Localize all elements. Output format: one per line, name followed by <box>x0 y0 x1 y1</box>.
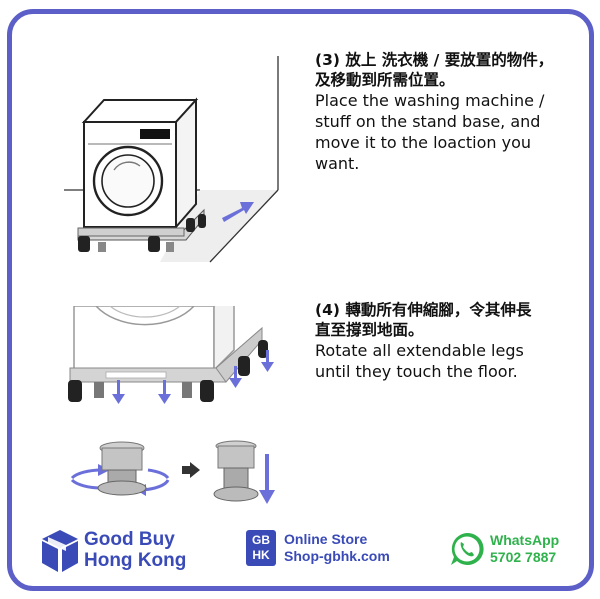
whatsapp-phone-icon <box>451 532 484 565</box>
step-3-en-line-4: want. <box>315 154 360 173</box>
step-4-zh-line-1: (4) 轉動所有伸縮腳，令其伸長 <box>315 301 532 319</box>
step-3-zh-line-2: 及移動到所需位置。 <box>315 71 455 89</box>
store-badge-top: GB <box>252 533 270 547</box>
brand-name: Good Buy Hong Kong <box>84 529 186 571</box>
stand-legs-closeup-illustration <box>68 306 274 404</box>
brand-line-2: Hong Kong <box>84 550 187 571</box>
right-arrow-icon <box>182 462 200 478</box>
online-store-link[interactable]: GB HK Online Store Shop-gbhk.com <box>246 530 416 570</box>
step-4-en-line-1: Rotate all extendable legs <box>315 341 524 360</box>
step-4-zh-line-2: 直至撐到地面。 <box>315 321 424 339</box>
right-arrow-icon <box>222 202 254 222</box>
whatsapp-contact[interactable]: WhatsApp 5702 7887 <box>448 528 578 572</box>
step-3-text: (3) 放上 洗衣機 / 要放置的物件， 及移動到所需位置。 Place the… <box>315 50 553 174</box>
washing-machine-on-stand-illustration <box>64 56 279 263</box>
step-4-en-line-2: until they touch the floor. <box>315 362 518 381</box>
cube-box-icon <box>42 530 78 572</box>
store-title: Online Store <box>284 531 368 547</box>
whatsapp-text: WhatsApp 5702 7887 <box>490 532 559 566</box>
step-3-en-line-2: stuff on the stand base, and <box>315 112 541 131</box>
brand-logo: Good Buy Hong Kong <box>40 528 200 576</box>
leg-rotation-illustration <box>70 440 275 504</box>
down-arrow-icon <box>112 350 274 404</box>
whatsapp-label: WhatsApp <box>490 532 560 548</box>
store-badge: GB HK <box>246 530 276 566</box>
down-arrow-icon <box>259 454 275 504</box>
step-3-en-line-1: Place the washing machine / <box>315 91 545 110</box>
store-url[interactable]: Shop-gbhk.com <box>284 548 390 564</box>
brand-line-1: Good Buy <box>84 529 175 550</box>
footer: Good Buy Hong Kong GB HK Online Store Sh… <box>0 520 600 590</box>
store-badge-bottom: HK <box>252 548 270 562</box>
step-4-text: (4) 轉動所有伸縮腳，令其伸長 直至撐到地面。 Rotate all exte… <box>315 300 531 382</box>
whatsapp-number[interactable]: 5702 7887 <box>490 549 557 565</box>
step-3-en-line-3: move it to the loaction you <box>315 133 532 152</box>
store-text: Online Store Shop-gbhk.com <box>284 531 390 565</box>
step-3-zh-line-1: (3) 放上 洗衣機 / 要放置的物件， <box>315 51 554 69</box>
